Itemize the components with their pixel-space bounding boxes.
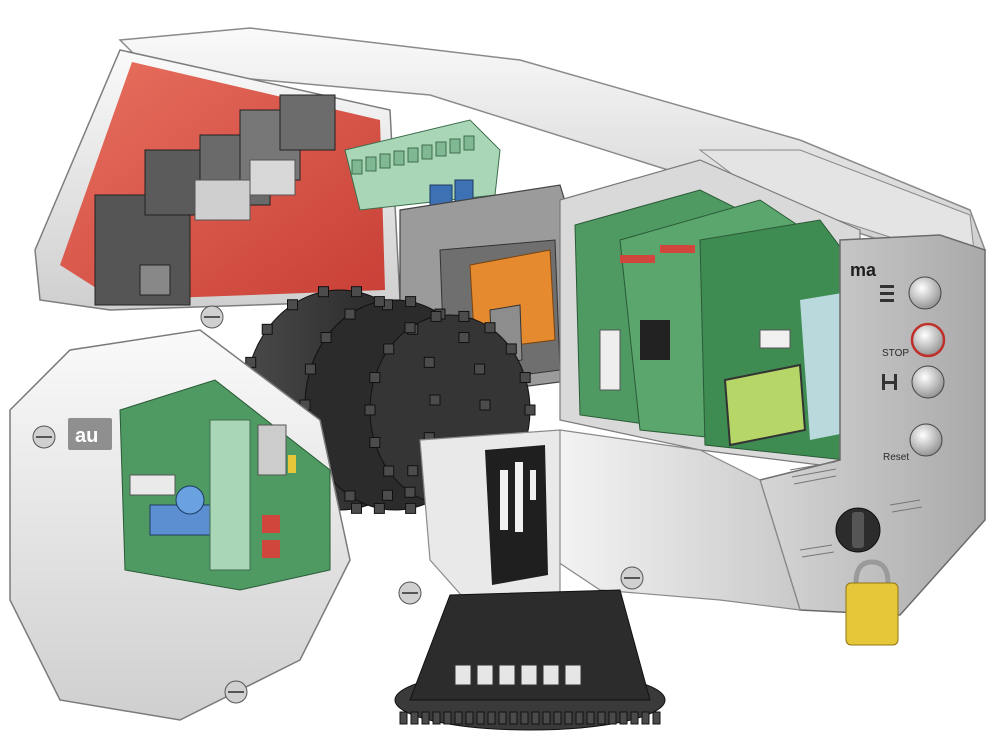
lcd-display [723,363,807,447]
gear-tooth [484,322,496,334]
terminal-compartment [34,49,501,311]
drive-tooth [531,711,540,725]
terminal-pin [365,156,377,172]
open-symbol-icon [880,285,894,302]
terminal-pin [463,135,475,151]
drive-tooth [586,711,595,725]
gear-tooth [404,322,416,334]
gear-tooth [364,404,376,416]
drive-tooth [421,711,430,725]
close-button[interactable] [882,365,945,399]
drive-tooth [641,711,650,725]
terminal-pin [421,144,433,160]
terminal-pin [351,159,363,175]
close-symbol-icon [882,374,897,390]
drive-tooth [553,711,562,725]
gear-tooth [505,343,517,355]
terminal-blocks [94,94,336,306]
gear-tooth [383,465,395,477]
stop-label: STOP [882,348,909,359]
output-terminal [564,664,582,686]
gear-tooth [318,286,330,298]
drive-tooth [520,711,529,725]
gear-tooth [261,323,273,335]
screw-icon [224,680,248,704]
output-drive [394,589,666,731]
gear-tooth [524,404,536,416]
gear-tooth [287,299,298,311]
reset-button[interactable]: Reset [883,423,943,463]
gear-tooth [479,399,491,411]
drive-tooth [432,711,441,725]
gear-tooth [344,308,356,320]
gear-tooth [350,286,362,298]
drive-tooth [542,711,551,725]
gear-tooth [369,372,381,384]
drive-tooth [564,711,573,725]
screw-icon [200,305,224,329]
screw-icon [398,581,422,605]
screw-icon [32,425,56,449]
output-terminal [520,664,538,686]
gear-tooth [320,332,332,344]
drive-tooth [465,711,474,725]
front-housing [419,429,801,611]
control-panel: ma STOP Reset [759,234,986,646]
padlock-icon[interactable] [845,559,899,646]
stop-button[interactable]: STOP [882,322,946,359]
drive-tooth [630,711,639,725]
drive-tooth [619,711,628,725]
left-end-cap: au [9,305,644,721]
terminal-pin [449,138,461,154]
drive-tooth [652,711,661,725]
key-switch-icon[interactable] [835,507,881,553]
terminal-pin [379,153,391,169]
drive-tooth [443,711,452,725]
drive-tooth [476,711,485,725]
gear-tooth [429,394,441,406]
gear-tooth [407,465,419,477]
drive-tooth [410,711,419,725]
brand-text: ma [850,260,877,280]
output-terminal [542,664,560,686]
gear-tooth [458,332,470,344]
gear-tooth [405,296,417,308]
output-terminal [476,664,494,686]
reset-label: Reset [883,452,909,463]
gear-tooth [373,296,385,308]
gear-tooth [430,310,442,322]
gear-tooth [405,502,417,514]
drive-tooth [597,711,606,725]
gear-tooth [350,502,362,514]
gear-tooth [423,356,435,368]
logo-text: au [75,425,98,447]
gear-tooth [382,489,393,501]
drive-tooth [454,711,463,725]
drive-tooth [509,711,518,725]
output-terminal [454,664,472,686]
gear-tooth [369,436,381,448]
drive-tooth [575,711,584,725]
open-button[interactable] [880,276,942,310]
terminal-pin [435,141,447,157]
gear-tooth [458,310,470,322]
gear-tooth [383,343,395,355]
drive-tooth [399,711,408,725]
gear-tooth [474,363,486,375]
drive-tooth [608,711,617,725]
gear-tooth [344,490,356,502]
output-terminal [498,664,516,686]
drive-tooth [498,711,507,725]
gear-tooth [404,486,416,498]
screw-icon [620,566,644,590]
terminal-pin [407,147,419,163]
gear-tooth [373,502,385,514]
terminal-pin [393,150,405,166]
gear-tooth [519,372,531,384]
gear-tooth [304,363,316,375]
drive-tooth [487,711,496,725]
electronics-section [559,159,861,471]
